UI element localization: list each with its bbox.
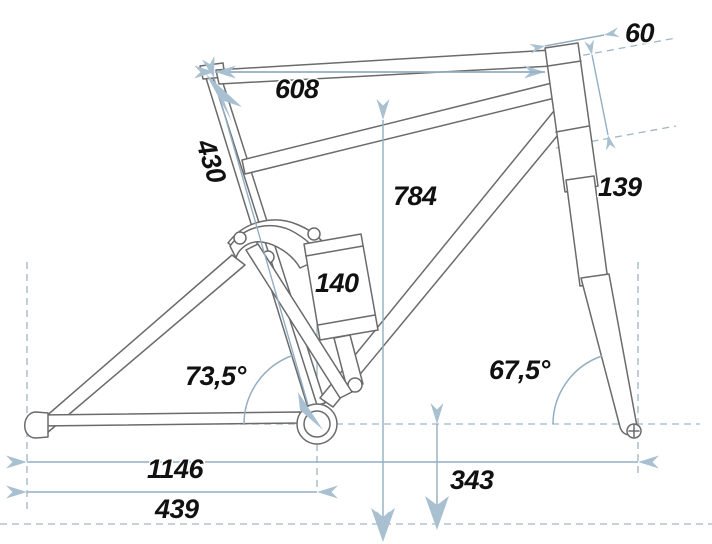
dimline-430: [201, 56, 309, 406]
label-seat-tube-angle: 73,5°: [185, 361, 247, 391]
pivot-upper-left: [233, 231, 247, 245]
label-784: 784: [393, 181, 437, 211]
dimline-60: [529, 27, 620, 54]
label-343: 343: [450, 465, 494, 495]
label-head-tube-angle: 67,5°: [489, 355, 551, 385]
pivot-upper-right: [307, 227, 321, 241]
label-140: 140: [315, 268, 359, 298]
label-439: 439: [154, 494, 199, 524]
shock-shaft: [333, 334, 364, 389]
arrowhead-343-bottom: [425, 496, 449, 530]
label-608: 608: [275, 74, 319, 104]
dimension-lines: [6, 27, 659, 532]
angle-arcs: [243, 354, 603, 425]
arrowhead-bb: [286, 392, 323, 430]
arrowhead-430-top: [206, 74, 242, 122]
label-139: 139: [598, 172, 642, 202]
fork-lower: [580, 273, 638, 436]
head-tube-lower-band: [555, 125, 590, 133]
dimline-139: [584, 39, 616, 151]
label-60: 60: [625, 18, 655, 48]
arrowhead-784-bottom: [371, 508, 395, 542]
shock-body-topcap: [305, 245, 364, 257]
dimension-labels: 608 430 784 140 60 139 1146 439 343 73,5…: [146, 17, 657, 526]
rear-dropout: [24, 411, 49, 439]
extra-arrowheads: [206, 74, 449, 542]
label-1146: 1146: [147, 454, 205, 484]
seat-tube-angle-arc: [243, 354, 295, 425]
top-tube: [215, 49, 554, 85]
chain-stay: [37, 411, 301, 427]
seat-stay: [35, 254, 246, 434]
head-tube-upper-band: [547, 60, 582, 67]
shock-body-bottomcap: [317, 314, 376, 326]
head-tube-angle-arc: [552, 355, 603, 425]
construction-line-headtube-bottom: [555, 125, 677, 149]
